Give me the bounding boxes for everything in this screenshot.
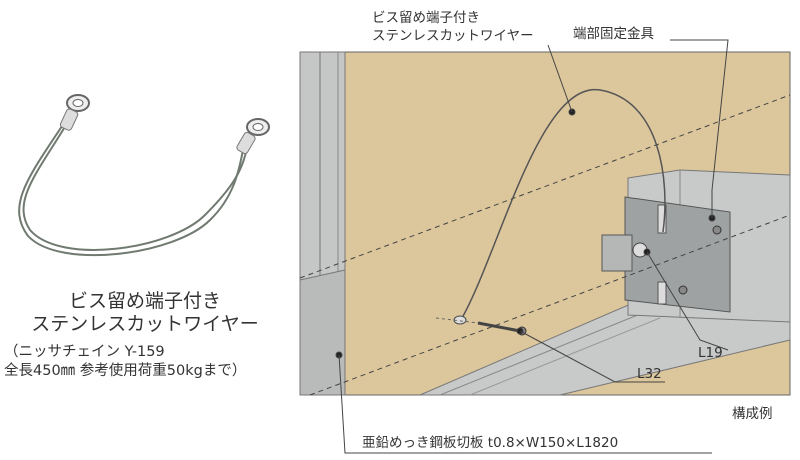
eye-terminal-icon [59, 94, 270, 155]
wire-product-illustration [18, 114, 249, 257]
product-spec-line1: （ニッサチェイン Y-159 [4, 344, 165, 360]
wire-callout-line2: ステンレスカットワイヤー [372, 28, 534, 44]
screw-l19-callout: L19 [698, 345, 723, 361]
product-name-line1: ビス留め端子付き [68, 290, 221, 312]
wall-scene [299, 39, 791, 454]
screw-l32-callout: L32 [637, 366, 662, 382]
product-name-line2: ステンレスカットワイヤー [31, 313, 259, 335]
plate-callout: 亜鉛めっき鋼板切板 t0.8×W150×L1820 [362, 435, 619, 451]
wire-callout-line1: ビス留め端子付き [372, 10, 480, 26]
bracket-callout: 端部固定金具 [573, 26, 654, 42]
product-spec-line2: 全長450㎜ 参考使用荷重50kgまで） [4, 363, 247, 379]
caption: 構成例 [732, 406, 773, 422]
